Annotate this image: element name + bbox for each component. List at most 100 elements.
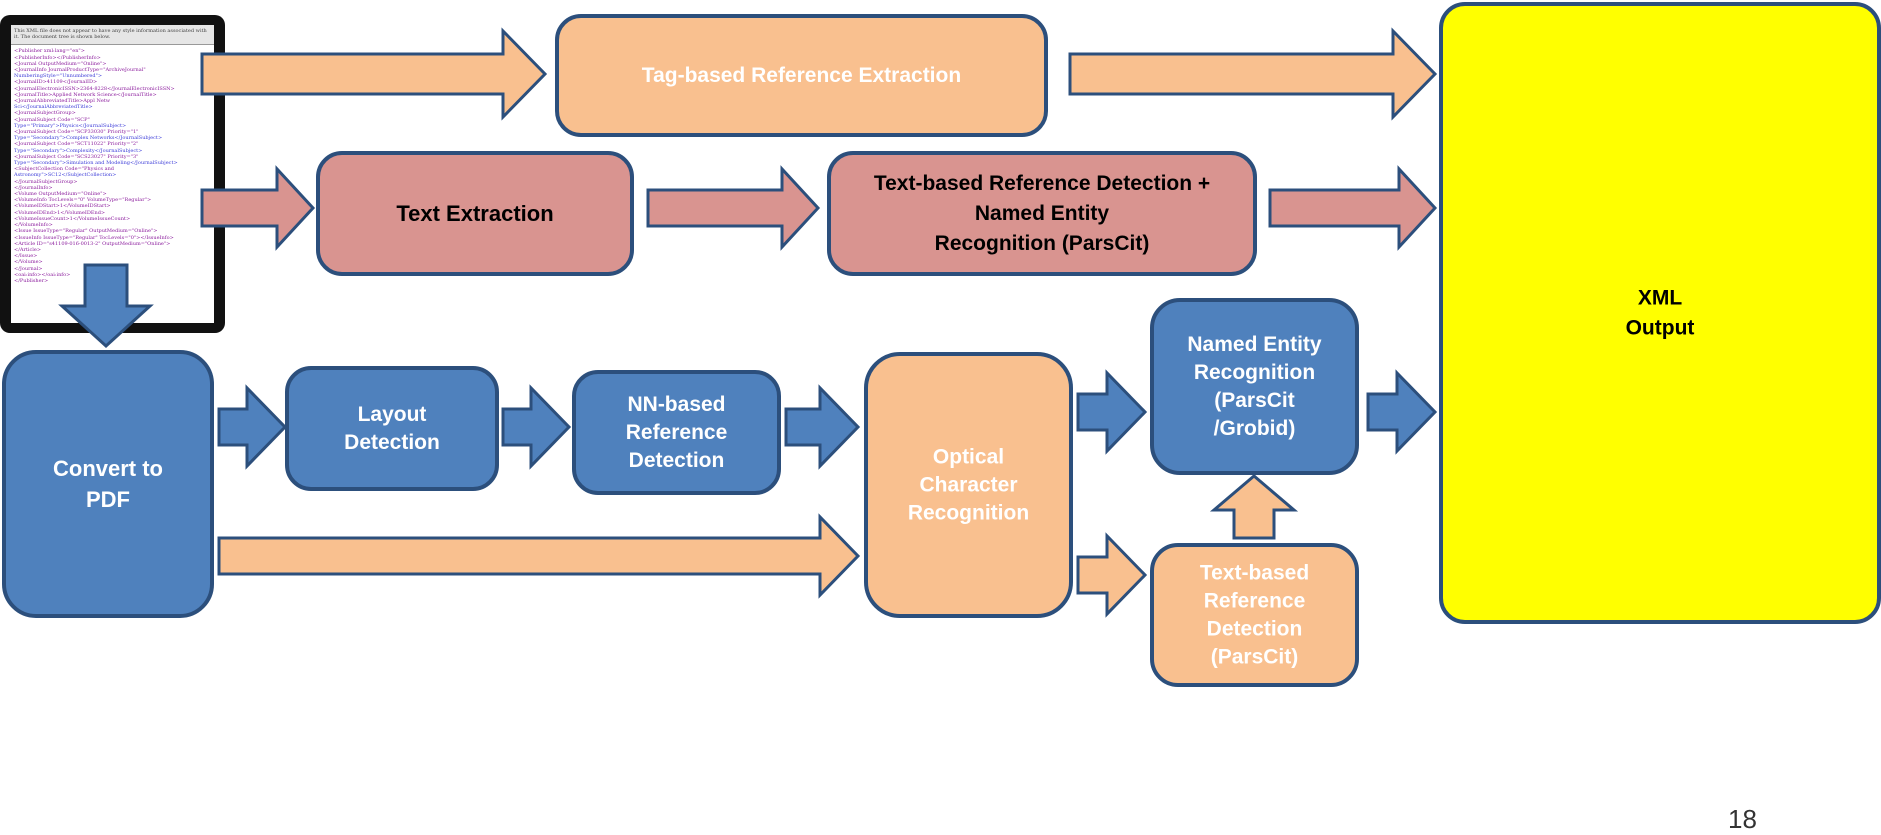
arrow-xml-to-tag-extraction [200,27,548,121]
ner-grobid-label: /Grobid) [1214,417,1296,440]
arrow-ocr-to-ner [1076,369,1148,455]
xml-line: </VolumeInfo> [14,222,53,229]
xml-line: Type="Secondary">Complex Networks</Journ… [14,135,163,142]
page-number: 18 [1728,804,1757,834]
xml-document-thumbnail: This XML file does not appear to have an… [0,15,225,333]
xml-line: <JournalSubject Code="SCT11022" Priority… [14,141,139,148]
xml-line: Type="Primary">Physics</JournalSubject> [14,122,127,129]
tag-extraction-shape [555,14,1048,137]
xml-line: <JournalSubjectGroup> [14,110,76,117]
text-detection-ner-label: Named Entity [975,202,1110,225]
xml-line: </JournalInfo> [14,184,53,191]
arrow-pdf-to-layout [217,384,288,470]
xml-line: <SubjectCollection Code="Physics and [14,166,114,173]
ner-grobid-label: Recognition [1194,361,1315,384]
text-detection-ner-label: Text-based Reference Detection + [874,172,1210,195]
convert-pdf-label: PDF [86,487,130,512]
arrow-xml-to-convert-pdf [58,263,154,349]
text-detection-parscit-label: Text-based [1200,562,1309,585]
xml-line: Type="Secondary">Simulation and Modeling… [14,160,178,167]
text-extraction-box: Text Extraction [316,151,634,276]
arrow-text-extraction-to-detection [646,165,821,251]
xml-line: <VolumeIDStart>1</VolumeIDStart> [14,203,111,210]
xml-preview-body: <Publisher xml:lang="en"> <PublisherInfo… [11,45,214,287]
xml-line: </Journal> [14,265,43,272]
arrow-text-detection-to-ner [1209,474,1299,540]
text-detection-ner-box: Text-based Reference Detection + Named En… [827,151,1257,276]
text-detection-ner-shape [827,151,1257,276]
layout-detection-label: Detection [344,431,440,454]
xml-line: <IssueInfo IssueType="Regular" TocLevels… [14,234,174,241]
nn-detection-label: NN-based [627,393,725,416]
xml-document-page: This XML file does not appear to have an… [11,25,214,323]
xml-line: <JournalTitle>Applied Network Science</J… [14,91,157,98]
convert-pdf-shape [2,350,214,618]
ocr-label: Character [919,474,1017,497]
ocr-label: Recognition [908,502,1029,525]
tag-extraction-label: Tag-based Reference Extraction [642,64,961,87]
xml-line: </Publisher> [14,277,49,284]
xml-line: <Volume OutputMedium="Online"> [14,191,107,198]
xml-line: <VolumeIDEnd>1</VolumeIDEnd> [14,209,106,216]
xml-line: </JournalSubjectGroup> [14,178,78,185]
arrow-layout-to-nn [501,384,572,470]
layout-detection-shape [285,366,499,491]
xml-line: <VolumeIssueCount>1</VolumeIssueCount> [14,215,131,222]
xml-line: <JournalSubject Code="SCP" [14,116,90,123]
xml-line: Sci</JournalAbbreviatedTitle> [14,104,93,111]
xml-output-label: XML [1638,287,1683,310]
arrow-pdf-to-ocr [217,513,861,599]
xml-line: </Issue> [14,253,38,260]
text-detection-parscit-shape [1150,543,1359,687]
xml-line: <oai:info></oai:info> [14,271,71,278]
xml-line: <JournalID>41109</JournalID> [14,79,98,86]
xml-output-box: XML Output [1439,2,1881,624]
arrow-xml-to-text-extraction [200,165,316,251]
text-extraction-label: Text Extraction [396,201,553,226]
ner-grobid-label: (ParsCit [1214,389,1295,412]
arrow-tag-extraction-to-output [1068,27,1438,121]
text-detection-parscit-label: Detection [1207,618,1303,641]
xml-line: <Article ID="s41109-016-0013-2" OutputMe… [14,240,171,247]
text-detection-parscit-label: Reference [1204,590,1306,613]
arrow-ner-to-output [1366,369,1438,455]
arrow-detection-to-output [1268,165,1438,251]
xml-line: Type="Secondary">Complexity</JournalSubj… [14,147,143,154]
xml-line: <JournalSubject Code="SCS23027" Priority… [14,153,139,160]
ner-grobid-label: Named Entity [1187,333,1322,356]
text-detection-ner-label: Recognition (ParsCit) [935,232,1150,255]
xml-line: <JournalSubject Code="SCP33030" Priority… [14,129,139,136]
text-extraction-shape [316,151,634,276]
ocr-label: Optical [933,446,1004,469]
xml-line: Astronomy">SC12</SubjectCollection> [14,172,117,179]
xml-line: </Article> [14,246,42,253]
xml-preview-header: This XML file does not appear to have an… [11,25,214,46]
nn-detection-shape [572,370,781,495]
xml-line: <JournalInfo JournalProductType="Archive… [14,67,146,74]
xml-line: <JournalElectronicISSN>2364-8228</Journa… [14,85,175,92]
xml-line: <VolumeInfo TocLevels="0" VolumeType="Re… [14,197,152,204]
text-detection-parscit-label: (ParsCit) [1211,646,1299,669]
xml-line: <PublisherInfo></PublisherInfo> [14,54,101,61]
arrow-nn-to-ocr [784,384,861,470]
xml-line: </Volume> [14,259,43,266]
ocr-shape [864,352,1073,618]
tag-extraction-box: Tag-based Reference Extraction [555,14,1048,137]
xml-line: <Issue IssueType="Regular" OutputMedium=… [14,228,158,235]
nn-detection-label: Detection [629,449,725,472]
xml-line: NumberingStyle="Unnumbered"> [14,73,103,80]
xml-output-shape [1439,2,1881,624]
nn-detection-label: Reference [626,421,728,444]
xml-line: <Journal OutputMedium="Online"> [14,60,107,67]
xml-line: <Publisher xml:lang="en"> [14,48,85,55]
xml-output-label: Output [1626,317,1695,340]
ner-grobid-shape [1150,298,1359,475]
layout-detection-label: Layout [358,403,427,426]
